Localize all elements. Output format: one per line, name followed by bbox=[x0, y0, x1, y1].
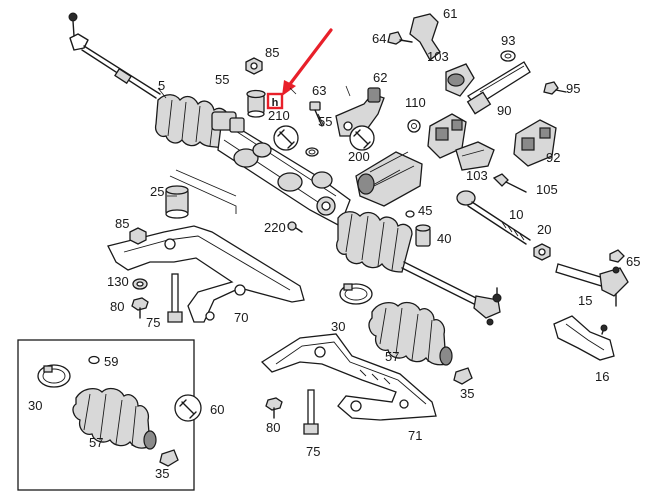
part-label-20: 20 bbox=[537, 222, 551, 237]
nut-65 bbox=[609, 249, 625, 263]
outer-tie-rod-15 bbox=[555, 263, 629, 307]
part-label-85: 85 bbox=[115, 216, 129, 231]
crossmember-71 bbox=[260, 333, 437, 421]
part-label-63: 63 bbox=[312, 83, 326, 98]
tie-rod-right bbox=[401, 261, 502, 326]
part-label-210: 210 bbox=[268, 108, 290, 123]
bracket-61 bbox=[409, 13, 441, 61]
part-label-130: 130 bbox=[107, 274, 129, 289]
part-label-90: 90 bbox=[497, 103, 511, 118]
clamp-30-center bbox=[339, 283, 373, 305]
part-label-64: 64 bbox=[372, 31, 386, 46]
part-label-55: 55 bbox=[318, 114, 332, 129]
universal-joint-92 bbox=[513, 119, 557, 167]
rack-housing bbox=[211, 111, 351, 227]
callout-badge bbox=[266, 92, 284, 110]
part-label-95: 95 bbox=[566, 81, 580, 96]
part-label-35: 35 bbox=[155, 466, 169, 481]
part-label-5: 5 bbox=[158, 78, 165, 93]
clip-110 bbox=[407, 119, 421, 133]
clamp-103-lower bbox=[455, 141, 495, 171]
bolt-75-bottom bbox=[303, 389, 319, 435]
part-label-62: 62 bbox=[373, 70, 387, 85]
part-label-16: 16 bbox=[595, 369, 609, 384]
clip-35-inset bbox=[159, 449, 179, 467]
part-label-10: 10 bbox=[509, 207, 523, 222]
part-label-30: 30 bbox=[331, 319, 345, 334]
part-label-65: 65 bbox=[626, 254, 640, 269]
nut-85-top bbox=[245, 57, 263, 75]
nut-20 bbox=[533, 243, 551, 261]
part-label-71: 71 bbox=[408, 428, 422, 443]
clip-45 bbox=[405, 210, 415, 218]
bolt-80-left bbox=[131, 297, 149, 319]
joint-103-top bbox=[445, 63, 475, 97]
clamp-30-inset bbox=[37, 364, 71, 388]
part-label-200: 200 bbox=[348, 149, 370, 164]
bolt-105 bbox=[492, 173, 527, 193]
tie-rod-left bbox=[68, 12, 161, 99]
part-label-80: 80 bbox=[266, 420, 280, 435]
part-label-57: 57 bbox=[89, 435, 103, 450]
part-label-85: 85 bbox=[265, 45, 279, 60]
inner-tie-rod-10 bbox=[456, 190, 531, 245]
bolt-75-left bbox=[167, 273, 183, 323]
control-valve bbox=[355, 151, 423, 207]
part-label-30: 30 bbox=[28, 398, 42, 413]
wrench-icon-60 bbox=[174, 394, 202, 422]
washer-93 bbox=[500, 50, 516, 62]
bolt-80-bottom bbox=[265, 397, 283, 419]
part-label-80: 80 bbox=[110, 299, 124, 314]
valve-bracket-62 bbox=[335, 87, 385, 137]
callout-badge-text: h bbox=[272, 97, 279, 109]
part-label-103: 103 bbox=[466, 168, 488, 183]
mount-25 bbox=[165, 169, 237, 219]
part-label-40: 40 bbox=[437, 231, 451, 246]
part-label-57: 57 bbox=[385, 349, 399, 364]
boot-57-inset bbox=[72, 387, 157, 450]
ring-59 bbox=[88, 355, 100, 365]
part-label-70: 70 bbox=[234, 310, 248, 325]
ring-55-small bbox=[305, 147, 319, 157]
universal-joint-left bbox=[427, 113, 467, 159]
part-label-220: 220 bbox=[264, 220, 286, 235]
part-label-93: 93 bbox=[501, 33, 515, 48]
bellows-right bbox=[336, 211, 413, 273]
support-bracket-70 bbox=[107, 225, 305, 323]
part-label-75: 75 bbox=[306, 444, 320, 459]
bolt-64 bbox=[387, 31, 413, 45]
bushing-55 bbox=[246, 89, 266, 118]
part-label-55: 55 bbox=[215, 72, 229, 87]
screw-220 bbox=[287, 221, 303, 233]
clip-35-center bbox=[453, 367, 473, 385]
wrench-icon-200 bbox=[349, 125, 375, 151]
part-label-92: 92 bbox=[546, 150, 560, 165]
part-label-103: 103 bbox=[427, 49, 449, 64]
part-label-105: 105 bbox=[536, 182, 558, 197]
part-label-15: 15 bbox=[578, 293, 592, 308]
part-label-35: 35 bbox=[460, 386, 474, 401]
steering-arm-16 bbox=[553, 315, 615, 361]
part-label-61: 61 bbox=[443, 6, 457, 21]
part-number-labels: 61 64 93 103 85 55 63 62 95 5 210 110 90 55 200 25 103 92… bbox=[28, 6, 640, 481]
part-label-25: 25 bbox=[150, 184, 164, 199]
washer-130 bbox=[132, 278, 148, 290]
shaft-90 bbox=[466, 61, 531, 115]
seal-40 bbox=[415, 224, 431, 247]
part-label-60: 60 bbox=[210, 402, 224, 417]
leader-lines bbox=[157, 85, 351, 197]
bolt-95 bbox=[543, 81, 567, 95]
part-label-45: 45 bbox=[418, 203, 432, 218]
part-label-59: 59 bbox=[104, 354, 118, 369]
part-label-110: 110 bbox=[405, 95, 426, 110]
wrench-icon-210 bbox=[273, 125, 299, 151]
part-label-75: 75 bbox=[146, 315, 160, 330]
boot-57-center bbox=[368, 301, 453, 366]
bolt-63 bbox=[309, 101, 325, 127]
callout-marker: h bbox=[266, 28, 333, 110]
